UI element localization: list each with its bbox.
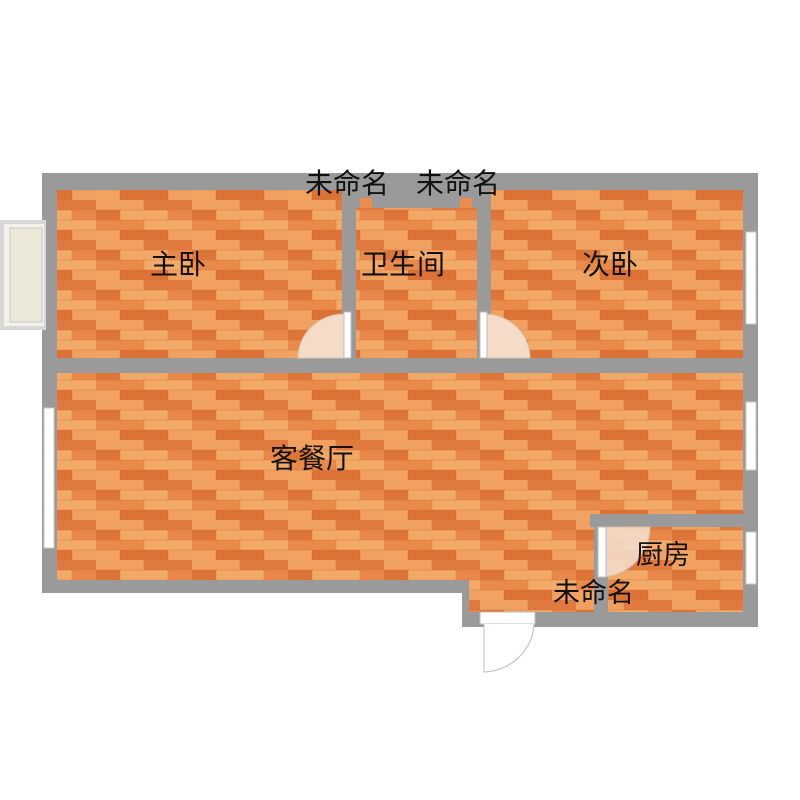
door-entrance xyxy=(479,611,536,673)
door-kitchen xyxy=(597,526,651,578)
window-kitchen xyxy=(745,531,757,585)
windows xyxy=(43,231,757,585)
window-living-left xyxy=(43,407,55,549)
room-label-living-dining: 客餐厅 xyxy=(270,442,354,475)
balcony xyxy=(0,220,46,330)
room-label-master-bedroom: 主卧 xyxy=(150,248,206,281)
door-master-bedroom xyxy=(297,311,352,359)
top-label-1: 未命名 xyxy=(305,167,389,200)
floors xyxy=(57,190,743,612)
floor-second-bedroom xyxy=(491,190,743,358)
labels: 未命名 未命名 主卧 卫生间 次卧 客餐厅 厨房 未命名 xyxy=(150,167,690,609)
interior-walls xyxy=(57,190,743,612)
wall-notches xyxy=(360,198,472,208)
top-label-2: 未命名 xyxy=(416,167,500,200)
window-second-bedroom xyxy=(745,231,757,325)
room-label-unnamed: 未命名 xyxy=(553,578,634,609)
window-living-right xyxy=(745,401,757,471)
floor-master-bedroom xyxy=(57,190,342,358)
doors xyxy=(297,311,651,673)
room-label-bathroom: 卫生间 xyxy=(361,248,445,281)
room-label-second-bedroom: 次卧 xyxy=(582,248,638,281)
floor-bathroom xyxy=(356,208,477,358)
room-label-kitchen: 厨房 xyxy=(636,540,690,571)
door-second-bedroom xyxy=(479,311,531,359)
floor-entry xyxy=(469,580,594,612)
